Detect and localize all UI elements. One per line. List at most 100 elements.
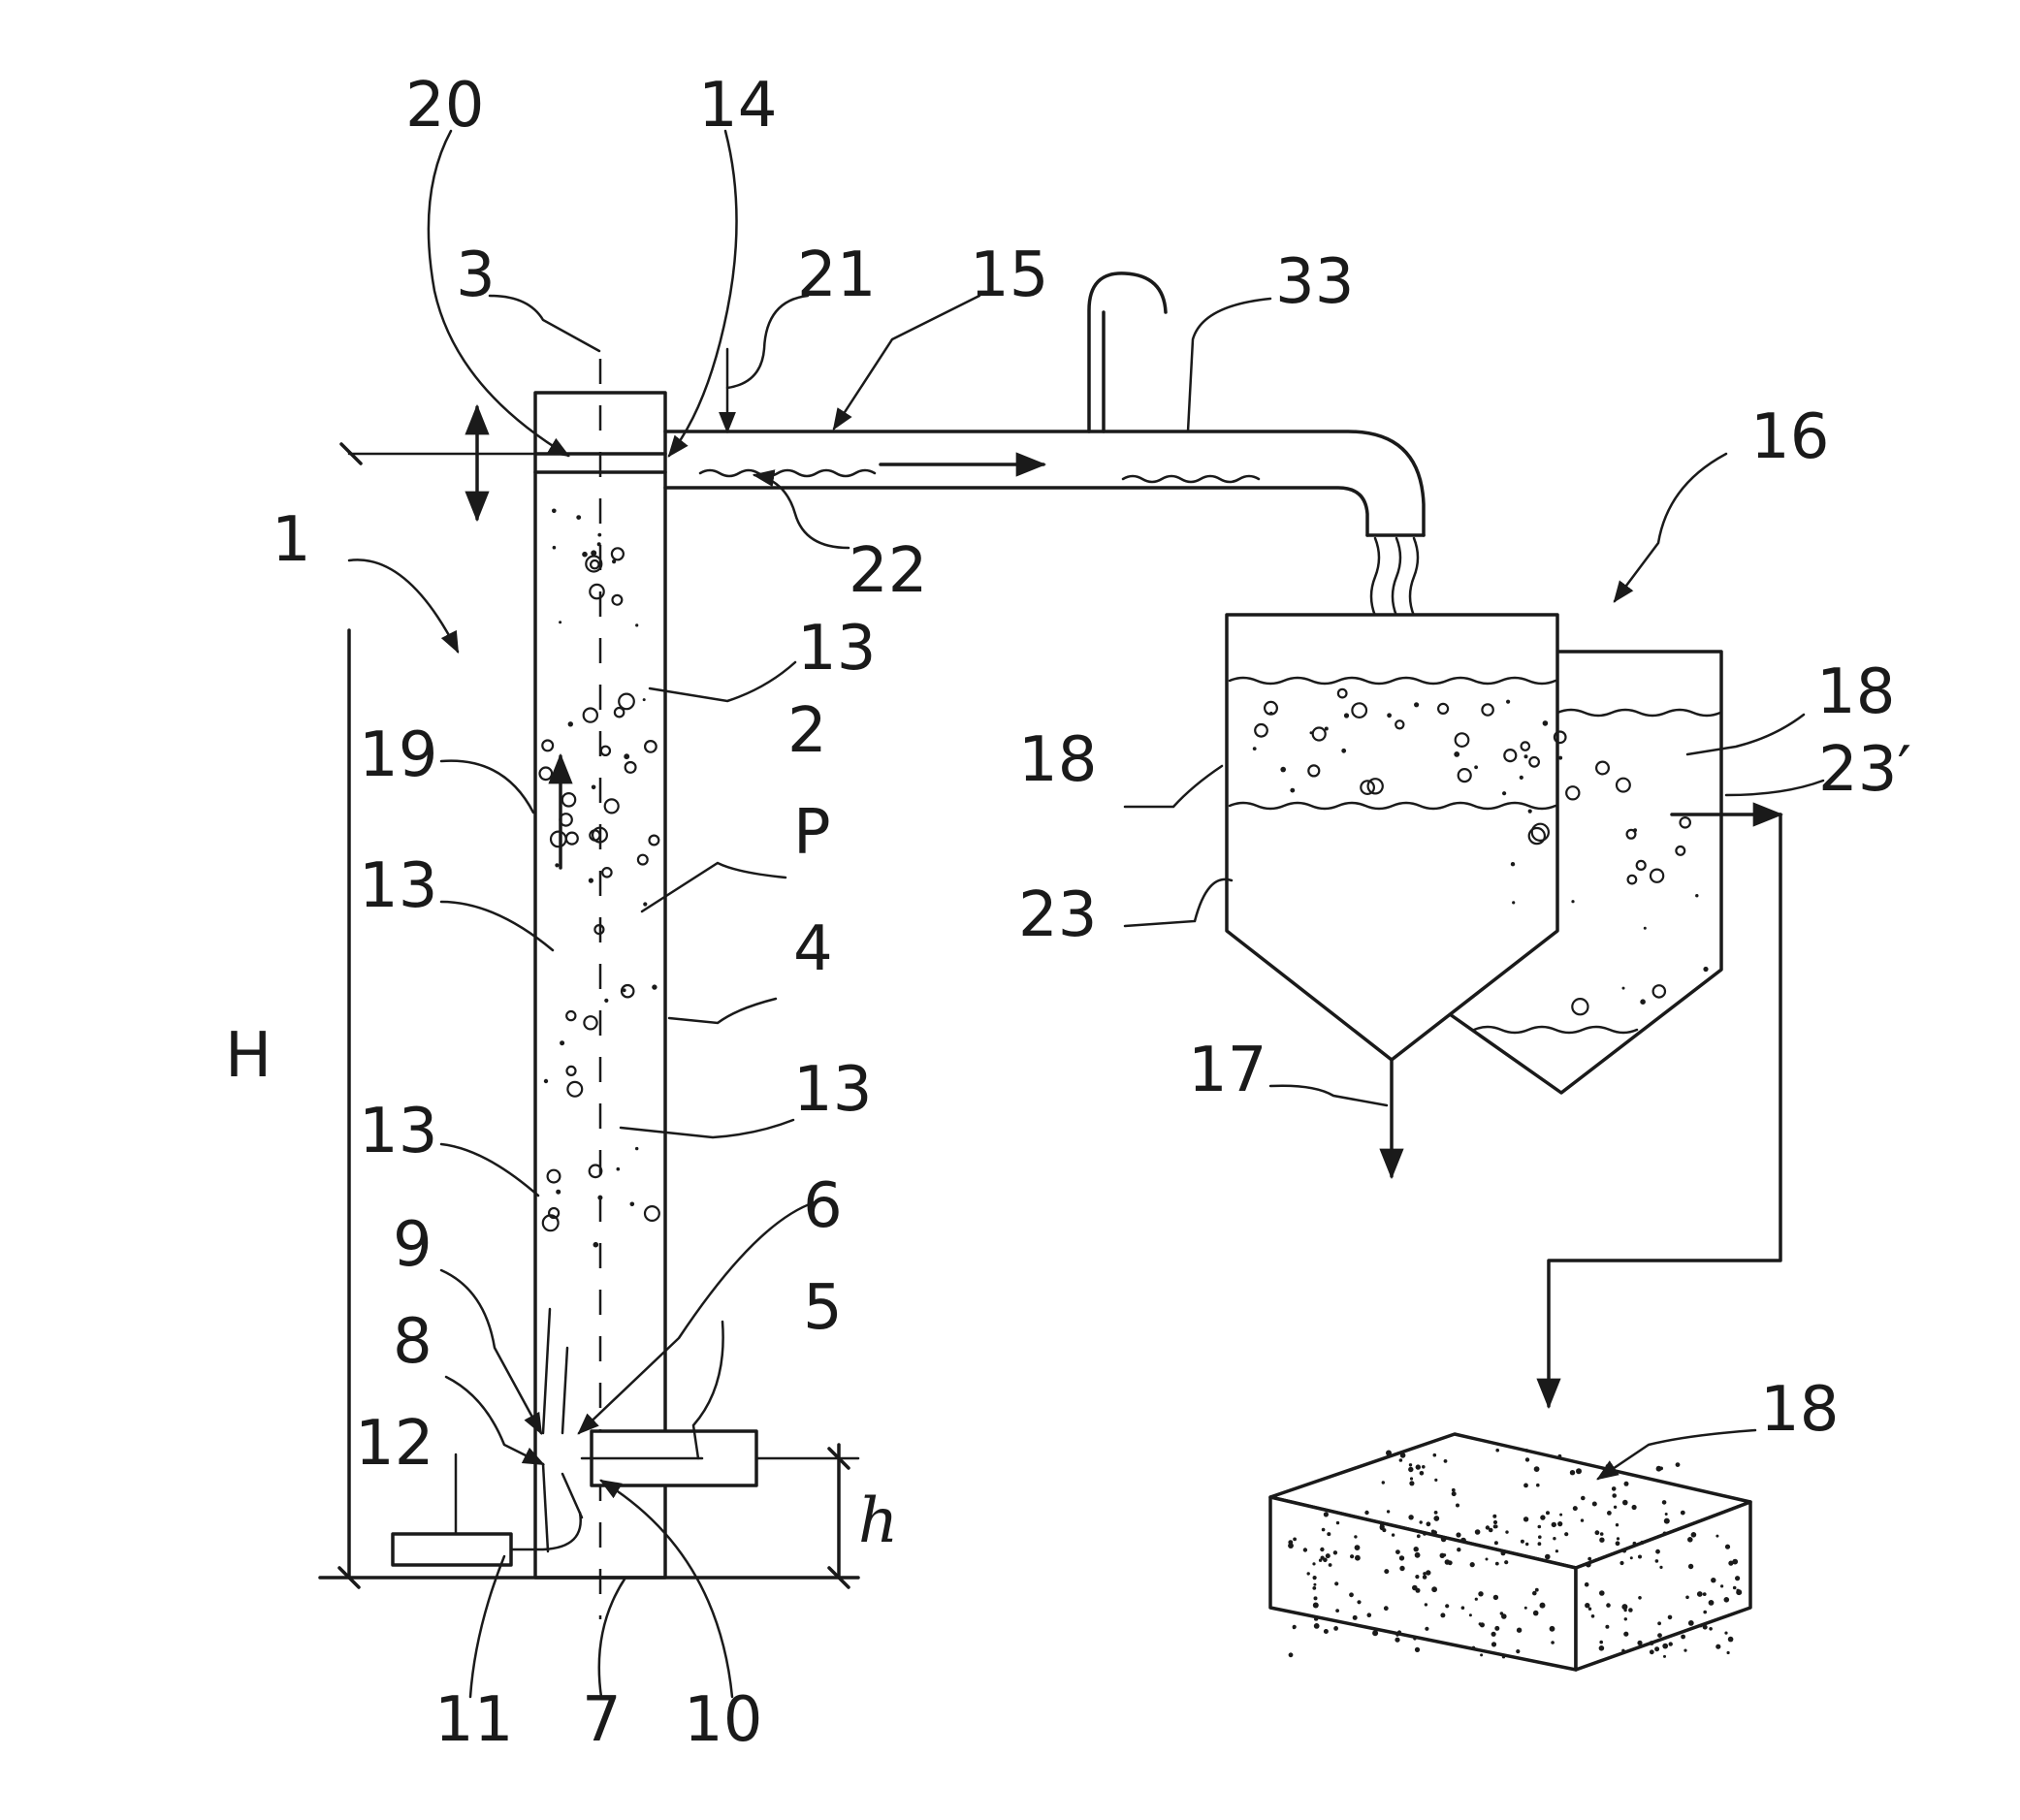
label-14: 14 <box>698 70 777 142</box>
particle-dot <box>1599 1538 1604 1543</box>
particle-dot <box>1543 720 1549 726</box>
particle-dot <box>1650 1649 1654 1654</box>
label-13-bottom: 13 <box>359 1096 437 1167</box>
particle-dot <box>1715 1535 1718 1538</box>
particle-dot <box>1669 1642 1673 1645</box>
label-16: 16 <box>1750 401 1829 473</box>
particle-dot <box>1737 1589 1740 1592</box>
particle-dot <box>1392 1533 1395 1536</box>
particle-dot <box>1633 1542 1637 1546</box>
particle-dot <box>1655 1549 1660 1554</box>
label-21: 21 <box>797 239 876 311</box>
particle-dot <box>1494 1626 1499 1631</box>
particle-dot <box>1315 1617 1319 1621</box>
particle-dot <box>1349 1592 1354 1597</box>
particle-dot <box>604 999 608 1003</box>
particle-dot <box>1638 1596 1642 1600</box>
particle-dot <box>1493 1595 1498 1600</box>
label-15: 15 <box>970 239 1048 311</box>
particle-dot <box>1676 1462 1681 1467</box>
particle-dot <box>544 1079 548 1083</box>
label-7: 7 <box>582 1684 622 1756</box>
particle-dot <box>1475 1598 1478 1601</box>
particle-dot <box>1409 1463 1412 1466</box>
particle-dot <box>1525 1543 1528 1546</box>
label-P: P <box>793 797 831 869</box>
particle-dot <box>1491 1642 1496 1646</box>
particle-dot <box>593 1242 599 1248</box>
particle-dot <box>630 1202 635 1207</box>
particle-dot <box>597 533 601 537</box>
particle-dot <box>552 509 557 514</box>
label-13-top: 13 <box>797 613 876 685</box>
particle-dot <box>1622 1500 1628 1506</box>
particle-dot <box>1478 1591 1483 1596</box>
particle-dot <box>1632 1505 1637 1510</box>
particle-dot <box>1417 1534 1421 1538</box>
particle-dot <box>576 515 581 520</box>
particle-dot <box>1486 1558 1489 1561</box>
particle-dot <box>1504 1560 1508 1564</box>
particle-dot <box>1559 1514 1562 1517</box>
particle-dot <box>1312 1562 1315 1565</box>
particle-dot <box>1324 1512 1329 1517</box>
particle-dot <box>1624 1482 1629 1486</box>
particle-dot <box>1420 1520 1423 1523</box>
particle-dot <box>1586 1562 1591 1568</box>
particle-dot <box>1637 1641 1642 1645</box>
particle-dot <box>556 1190 561 1195</box>
particle-dot <box>643 698 646 701</box>
particle-dot <box>1395 1549 1400 1554</box>
particle-dot <box>1322 1528 1326 1532</box>
particle-dot <box>1382 1528 1386 1532</box>
particle-dot <box>1443 1553 1446 1556</box>
particle-dot <box>1410 1477 1413 1480</box>
particle-dot <box>1606 1464 1611 1469</box>
particle-dot <box>1735 1576 1740 1581</box>
particle-dot <box>1494 1525 1498 1529</box>
particle-dot <box>1540 1515 1545 1519</box>
particle-dot <box>1644 927 1647 930</box>
particle-dot <box>1709 1600 1715 1606</box>
particle-dot <box>559 621 561 623</box>
particle-dot <box>1662 1500 1667 1505</box>
particle-dot <box>1683 1649 1686 1652</box>
particle-dot <box>1456 1532 1460 1537</box>
particle-dot <box>1433 1516 1439 1521</box>
particle-dot <box>1372 1630 1378 1636</box>
particle-dot <box>1703 1592 1707 1596</box>
particle-dot <box>1612 1486 1617 1491</box>
particle-dot <box>1422 1465 1426 1469</box>
particle-dot <box>1663 1532 1667 1536</box>
label-18-right: 18 <box>1816 656 1895 728</box>
particle-dot <box>560 1040 564 1045</box>
particle-dot <box>1495 1562 1499 1566</box>
label-13-right: 13 <box>793 1054 872 1126</box>
particle-dot <box>1456 1504 1459 1508</box>
particle-dot <box>1493 1520 1497 1524</box>
particle-dot <box>1558 756 1562 760</box>
particle-dot <box>1524 754 1528 758</box>
particle-dot <box>591 550 596 556</box>
particle-dot <box>1364 1511 1368 1515</box>
particle-dot <box>1312 1586 1316 1590</box>
particle-dot <box>1288 1543 1294 1549</box>
particle-dot <box>1333 1550 1337 1554</box>
particle-dot <box>1614 1506 1617 1509</box>
particle-dot <box>643 902 647 906</box>
particle-dot <box>1668 1615 1673 1620</box>
particle-dot <box>1329 1563 1332 1567</box>
particle-dot <box>1387 713 1392 718</box>
particle-dot <box>1640 999 1646 1005</box>
particle-dot <box>1502 1655 1505 1658</box>
particle-dot <box>1695 894 1698 897</box>
particle-dot <box>1423 1532 1427 1536</box>
particle-dot <box>1290 788 1295 793</box>
particle-dot <box>1703 967 1708 972</box>
particle-dot <box>1621 1649 1624 1652</box>
particle-dot <box>1480 1622 1485 1627</box>
particle-dot <box>1382 1481 1385 1484</box>
particle-dot <box>1605 1625 1609 1629</box>
particle-dot <box>1724 1597 1730 1603</box>
